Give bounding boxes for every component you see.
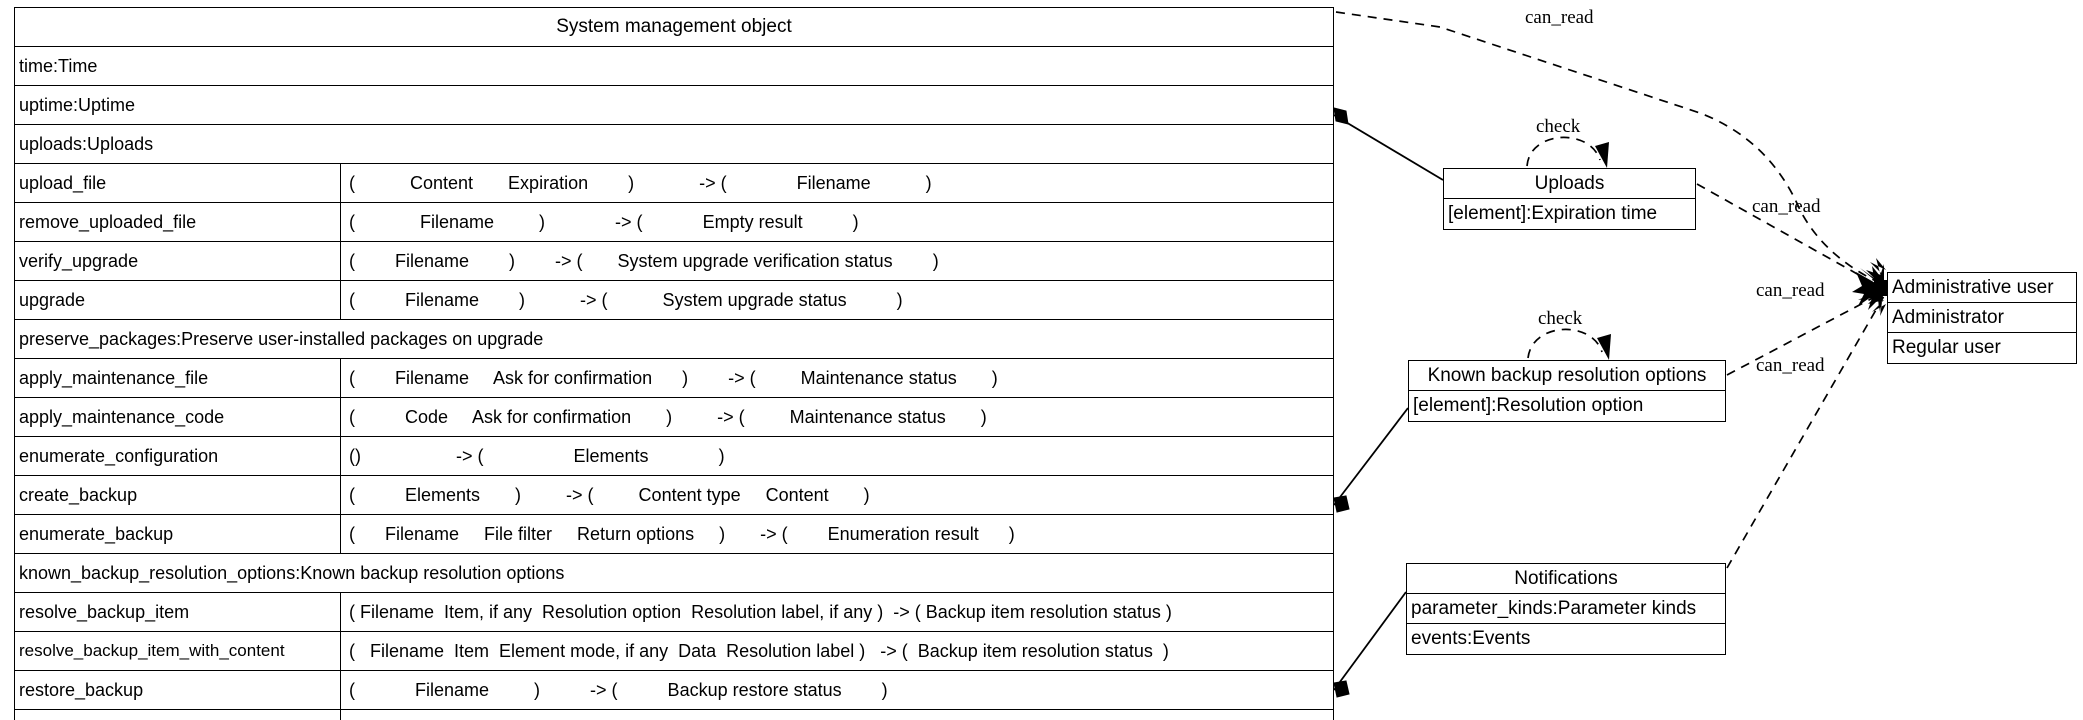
kbro-attribute-element: [element]:Resolution option — [1413, 395, 1644, 416]
operation-row: apply_maintenance_code ( Code Ask for co… — [15, 398, 1333, 437]
class-title-row: System management object — [15, 8, 1333, 47]
attribute-row: uploads:Uploads — [15, 125, 1333, 164]
attribute-time: time:Time — [19, 56, 98, 76]
edge-label-can-read-kbro: can_read — [1756, 280, 1825, 301]
operation-row: remove_uploaded_file ( Filename ) -> ( E… — [15, 203, 1333, 242]
check-loop-uploads — [1526, 136, 1601, 167]
attribute-uptime: uptime:Uptime — [19, 95, 136, 115]
operation-name: reboot — [15, 710, 341, 720]
class-box-notifications: Notifications parameter_kinds:Parameter … — [1406, 563, 1726, 655]
operation-name: resolve_backup_item — [15, 593, 341, 631]
check-arrowhead-uploads — [1595, 142, 1609, 168]
operation-row: upload_file ( Content Expiration ) -> ( … — [15, 164, 1333, 203]
operation-signature: ( Filename File filter Return options ) … — [349, 524, 1015, 544]
admin-attribute-regular-user: Regular user — [1892, 337, 2001, 358]
operation-name: resolve_backup_item_with_content — [15, 632, 341, 670]
operation-name: create_backup — [15, 476, 341, 514]
attribute-row: preserve_packages:Preserve user-installe… — [15, 320, 1333, 359]
attribute-known-backup-resolution-options: known_backup_resolution_options:Known ba… — [19, 563, 565, 583]
attribute-uploads: uploads:Uploads — [19, 134, 154, 154]
notifications-title: Notifications — [1407, 564, 1725, 594]
class-box-known-backup-resolution-options: Known backup resolution options [element… — [1408, 360, 1726, 422]
operation-name: enumerate_backup — [15, 515, 341, 553]
class-box-system-management-object: System management object time:Time uptim… — [14, 7, 1334, 720]
operation-signature: ( Filename ) -> ( Empty result ) — [349, 212, 859, 232]
composition-line-notifications — [1333, 591, 1407, 691]
edge-label-check-uploads: check — [1536, 116, 1581, 137]
edge-label-can-read-main: can_read — [1525, 7, 1594, 28]
operation-signature: () -> ( Empty result ) — [341, 710, 1333, 720]
class-box-uploads: Uploads [element]:Expiration time — [1443, 168, 1696, 230]
operation-signature: ( Elements ) -> ( Content type Content ) — [349, 485, 870, 505]
admin-attribute-administrator: Administrator — [1888, 303, 2076, 333]
operation-row: apply_maintenance_file ( Filename Ask fo… — [15, 359, 1333, 398]
check-arrowhead-kbro — [1597, 334, 1611, 360]
edge-label-can-read-uploads: can_read — [1752, 196, 1821, 217]
operation-signature: ( Code Ask for confirmation ) -> ( Maint… — [349, 407, 987, 427]
notifications-attribute-events: events:Events — [1411, 628, 1531, 649]
operation-signature: ( Filename Ask for confirmation ) -> ( M… — [349, 368, 998, 388]
composition-diamond-notifications — [1333, 680, 1350, 698]
operation-row: reboot () -> ( Empty result ) — [15, 710, 1333, 720]
operation-row: restore_backup ( Filename ) -> ( Backup … — [15, 671, 1333, 710]
operation-signature: () -> ( Elements ) — [349, 446, 725, 466]
operation-row: create_backup ( Elements ) -> ( Content … — [15, 476, 1333, 515]
dependency-notifications-to-admin — [1726, 295, 1885, 569]
operation-row: resolve_backup_item_with_content ( Filen… — [15, 632, 1333, 671]
kbro-title: Known backup resolution options — [1409, 361, 1725, 391]
operation-name: enumerate_configuration — [15, 437, 341, 475]
operation-row: verify_upgrade ( Filename ) -> ( System … — [15, 242, 1333, 281]
operation-name: restore_backup — [15, 671, 341, 709]
operation-row: resolve_backup_item ( Filename Item, if … — [15, 593, 1333, 632]
attribute-row: known_backup_resolution_options:Known ba… — [15, 554, 1333, 593]
operation-name: upgrade — [15, 281, 341, 319]
check-loop-kbro — [1527, 328, 1603, 359]
attribute-row: time:Time — [15, 47, 1333, 86]
composition-line-kbro — [1333, 407, 1409, 506]
operation-signature: ( Filename ) -> ( System upgrade verific… — [349, 251, 939, 271]
edge-label-can-read-notifications: can_read — [1756, 355, 1825, 376]
operation-row: upgrade ( Filename ) -> ( System upgrade… — [15, 281, 1333, 320]
operation-name: apply_maintenance_code — [15, 398, 341, 436]
uploads-attribute-element: [element]:Expiration time — [1448, 203, 1658, 224]
operation-name: apply_maintenance_file — [15, 359, 341, 397]
composition-diamond-kbro — [1333, 495, 1350, 513]
uploads-title: Uploads — [1444, 169, 1695, 199]
attribute-row: uptime:Uptime — [15, 86, 1333, 125]
composition-line-uploads — [1333, 114, 1444, 181]
operation-name: remove_uploaded_file — [15, 203, 341, 241]
operation-signature: ( Filename ) -> ( Backup restore status … — [349, 680, 888, 700]
operation-row: enumerate_backup ( Filename File filter … — [15, 515, 1333, 554]
operation-name: upload_file — [15, 164, 341, 202]
admin-title: Administrative user — [1888, 273, 2076, 303]
operation-name: verify_upgrade — [15, 242, 341, 280]
operation-signature: ( Filename Item, if any Resolution optio… — [349, 602, 1172, 622]
operation-signature: ( Filename Item Element mode, if any Dat… — [349, 641, 1169, 661]
notifications-attribute-parameter-kinds: parameter_kinds:Parameter kinds — [1407, 594, 1725, 624]
operation-row: enumerate_configuration () -> ( Elements… — [15, 437, 1333, 476]
class-box-administrative-user: Administrative user Administrator Regula… — [1887, 272, 2077, 364]
composition-diamond-uploads — [1333, 107, 1349, 125]
class-title: System management object — [556, 16, 792, 37]
edge-label-check-kbro: check — [1538, 308, 1583, 329]
attribute-preserve-packages: preserve_packages:Preserve user-installe… — [19, 329, 544, 349]
admin-arrow-cluster — [1852, 258, 1888, 316]
operation-signature: ( Filename ) -> ( System upgrade status … — [349, 290, 903, 310]
dependency-main-to-admin — [1335, 11, 1885, 286]
operation-signature: ( Content Expiration ) -> ( Filename ) — [349, 173, 932, 193]
